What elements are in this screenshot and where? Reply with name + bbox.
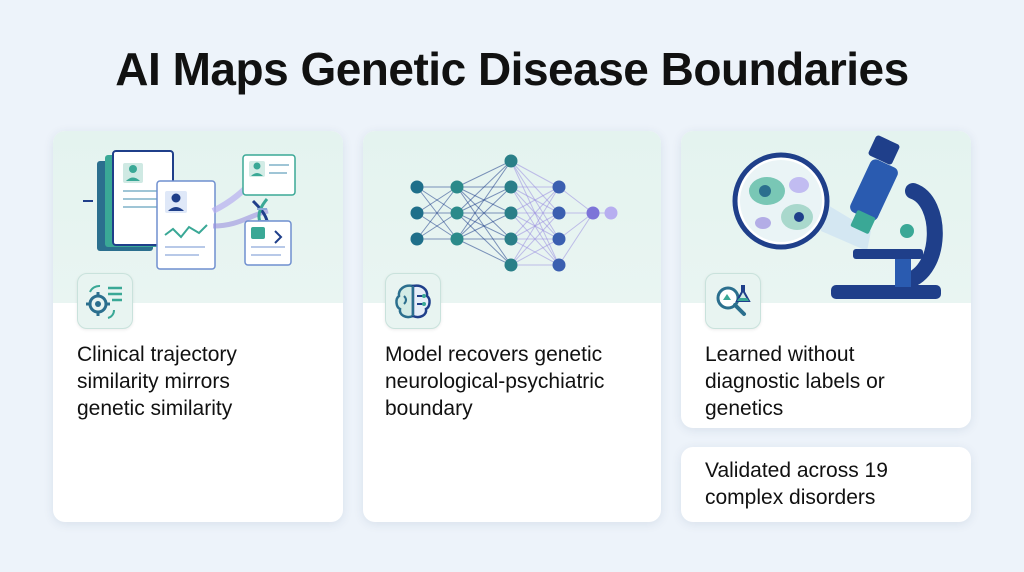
network-edge: [416, 186, 458, 214]
network-edge: [416, 186, 458, 240]
network-node: [504, 206, 518, 220]
network-edge: [558, 186, 594, 214]
card-clinical-trajectory: Clinical trajectory similarity mirrors g…: [53, 131, 343, 522]
card-text: Model recovers genetic neurological-psyc…: [385, 343, 605, 420]
card-text: Clinical trajectory similarity mirrors g…: [77, 343, 237, 420]
card-model-boundary: Model recovers genetic neurological-psyc…: [363, 131, 661, 522]
network-node: [552, 258, 566, 272]
network-edge: [456, 238, 512, 266]
network-edge: [510, 238, 560, 266]
network-node: [410, 232, 424, 246]
network-node: [552, 206, 566, 220]
network-edge: [456, 160, 512, 188]
network-node: [410, 180, 424, 194]
card-learned-without-labels: Learned without diagnostic labels or gen…: [681, 131, 971, 428]
network-node: [552, 180, 566, 194]
network-node: [504, 232, 518, 246]
card-validated-disorders: Validated across 19 complex disorders: [681, 447, 971, 522]
network-node: [450, 232, 464, 246]
network-edge: [456, 160, 512, 240]
network-edge: [558, 212, 594, 240]
card-text: Validated across 19 complex disorders: [705, 459, 888, 509]
network-edge: [456, 186, 512, 240]
network-edge: [510, 186, 560, 240]
magnifier-flask-icon: [705, 273, 761, 329]
brain-circuit-icon: [385, 273, 441, 329]
network-edge: [510, 160, 560, 188]
network-edge: [416, 212, 458, 240]
microscope-cells-illustration: [681, 131, 971, 303]
network-node: [586, 206, 600, 220]
network-edge: [510, 212, 560, 266]
page-title: AI Maps Genetic Disease Boundaries: [115, 43, 909, 95]
network-node: [604, 206, 618, 220]
network-node: [552, 232, 566, 246]
network-node: [450, 206, 464, 220]
network-node: [504, 258, 518, 272]
network-node: [504, 154, 518, 168]
network-edge: [510, 186, 560, 214]
network-edge: [456, 160, 512, 214]
network-node: [504, 180, 518, 194]
network-node: [450, 180, 464, 194]
card-text: Learned without diagnostic labels or gen…: [705, 343, 885, 420]
gear-checklist-icon: [77, 273, 133, 329]
network-edge: [456, 212, 512, 240]
network-edge: [558, 212, 594, 266]
network-edge: [510, 186, 560, 266]
network-node: [410, 206, 424, 220]
